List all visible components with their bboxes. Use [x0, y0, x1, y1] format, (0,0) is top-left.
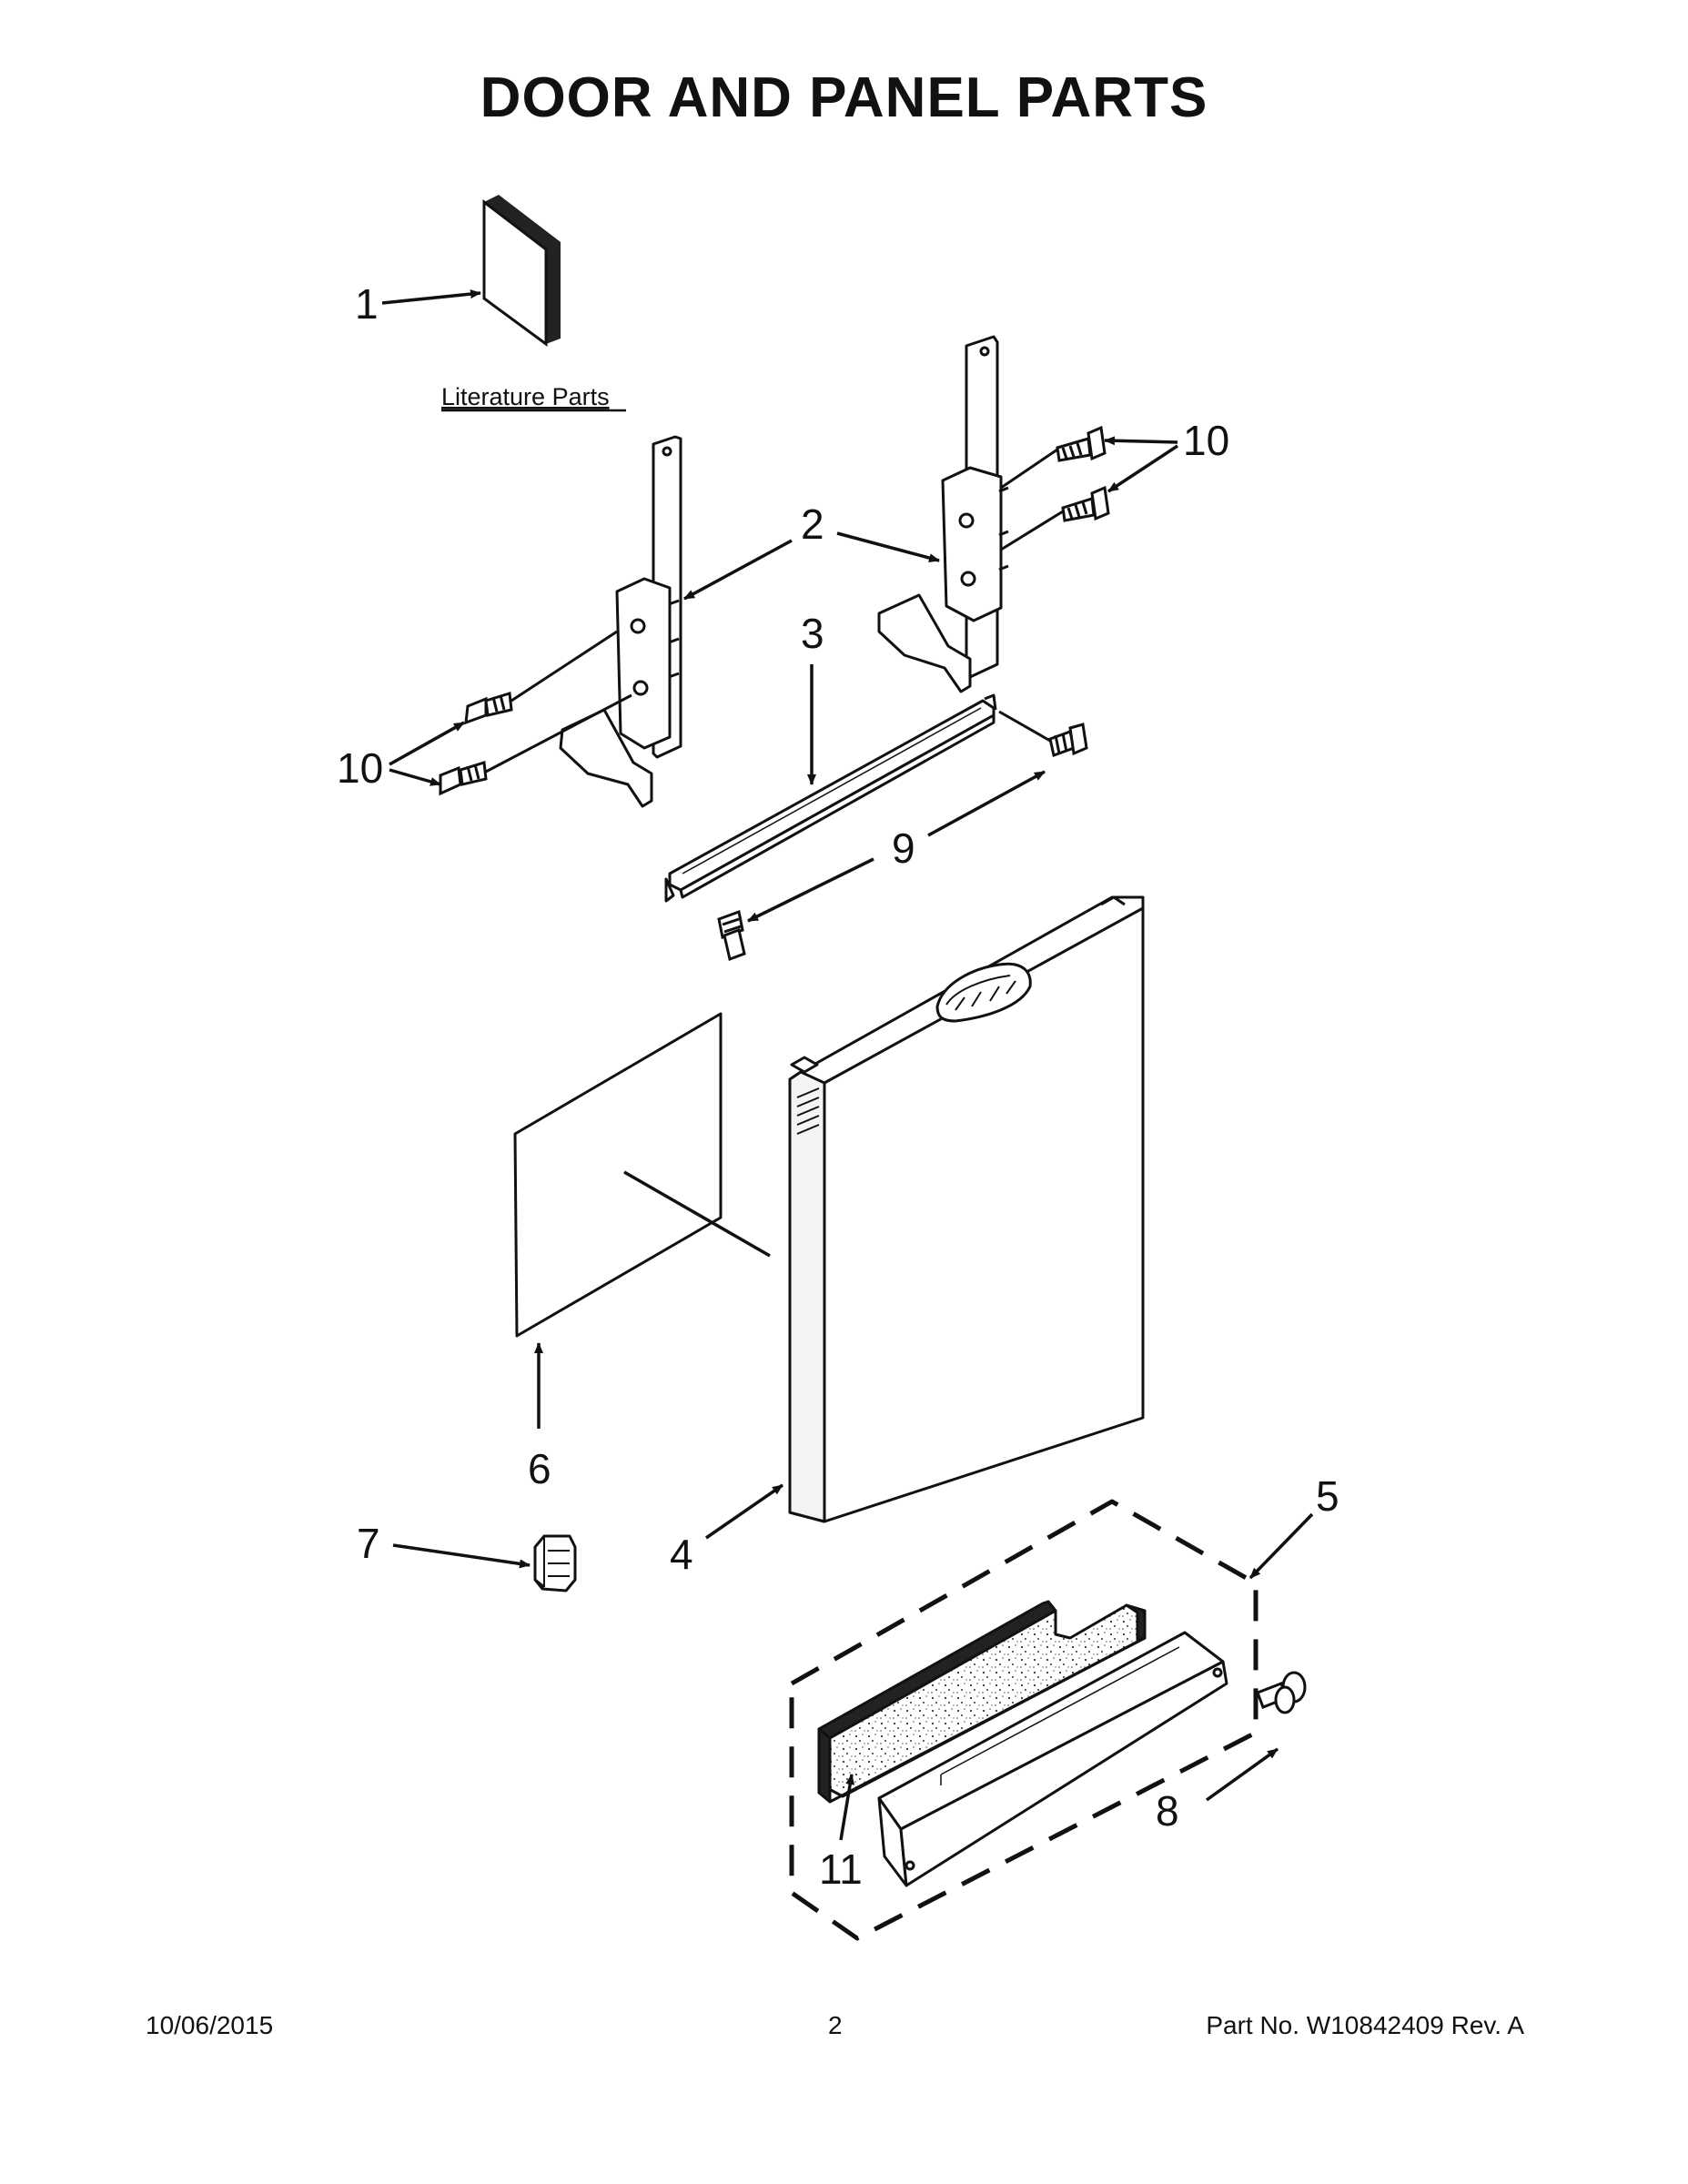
part-4-door-panel — [788, 895, 1145, 1523]
screw-10-left-upper — [464, 692, 513, 725]
arrow-8 — [1205, 1747, 1279, 1802]
part-3-top-rail — [664, 693, 997, 903]
arrow-9-left — [747, 857, 874, 923]
leader-left-hinge-lower — [485, 693, 632, 774]
arrow-2-left — [683, 539, 793, 601]
footer-part-number: Part No. W10842409 Rev. A — [1206, 2011, 1524, 2039]
leader-9-right-screw — [998, 710, 1051, 743]
callout-10-right: 10 — [1183, 417, 1229, 464]
leader-left-hinge-upper — [510, 630, 618, 703]
screw-10-right-lower — [1061, 485, 1110, 522]
leader-right-hinge-upper — [1000, 448, 1058, 490]
callout-3: 3 — [801, 610, 824, 657]
callout-7: 7 — [357, 1520, 380, 1567]
part-7-clip — [533, 1534, 577, 1592]
part-11-foam-strip — [817, 1600, 1147, 1804]
arrow-7 — [392, 1543, 531, 1569]
toe-kick-panel — [877, 1631, 1228, 1887]
arrow-2-right — [836, 531, 940, 562]
arrow-10-left-b — [389, 768, 441, 786]
part-6-insulation-sheet — [513, 1012, 771, 1338]
callout-9: 9 — [892, 824, 915, 872]
callout-8: 8 — [1156, 1787, 1179, 1835]
callout-1: 1 — [355, 280, 379, 328]
right-hinge-bracket — [877, 335, 1009, 693]
arrow-11 — [839, 1774, 855, 1841]
arrow-10-right-a — [1104, 436, 1178, 446]
arrow-10-right-b — [1107, 444, 1178, 493]
callout-6: 6 — [528, 1445, 551, 1492]
part-8-screw — [1256, 1671, 1307, 1714]
part-1-literature-booklet — [482, 195, 561, 347]
arrow-1 — [381, 289, 481, 305]
leader-right-hinge-lower — [1000, 510, 1064, 551]
screw-10-right-upper — [1056, 425, 1107, 462]
part-5-toe-panel-assembly-group — [789, 1499, 1258, 1941]
literature-parts-label: Literature Parts — [441, 383, 610, 410]
callout-2: 2 — [801, 500, 824, 548]
callout-10-left: 10 — [337, 744, 383, 792]
screw-9-right — [1048, 723, 1088, 757]
page-title: DOOR AND PANEL PARTS — [480, 66, 1208, 129]
screw-9-left — [717, 909, 746, 962]
callout-5: 5 — [1316, 1472, 1339, 1520]
arrow-4 — [705, 1483, 783, 1540]
callout-4: 4 — [670, 1531, 693, 1578]
arrow-5 — [1248, 1512, 1314, 1580]
arrow-10-left-a — [389, 721, 465, 766]
arrow-9-right — [927, 770, 1046, 837]
left-hinge-bracket — [559, 435, 682, 808]
screw-10-left-lower — [439, 761, 488, 796]
footer-date: 10/06/2015 — [146, 2011, 274, 2039]
footer-page-number: 2 — [828, 2011, 843, 2039]
callout-11: 11 — [819, 1845, 863, 1893]
